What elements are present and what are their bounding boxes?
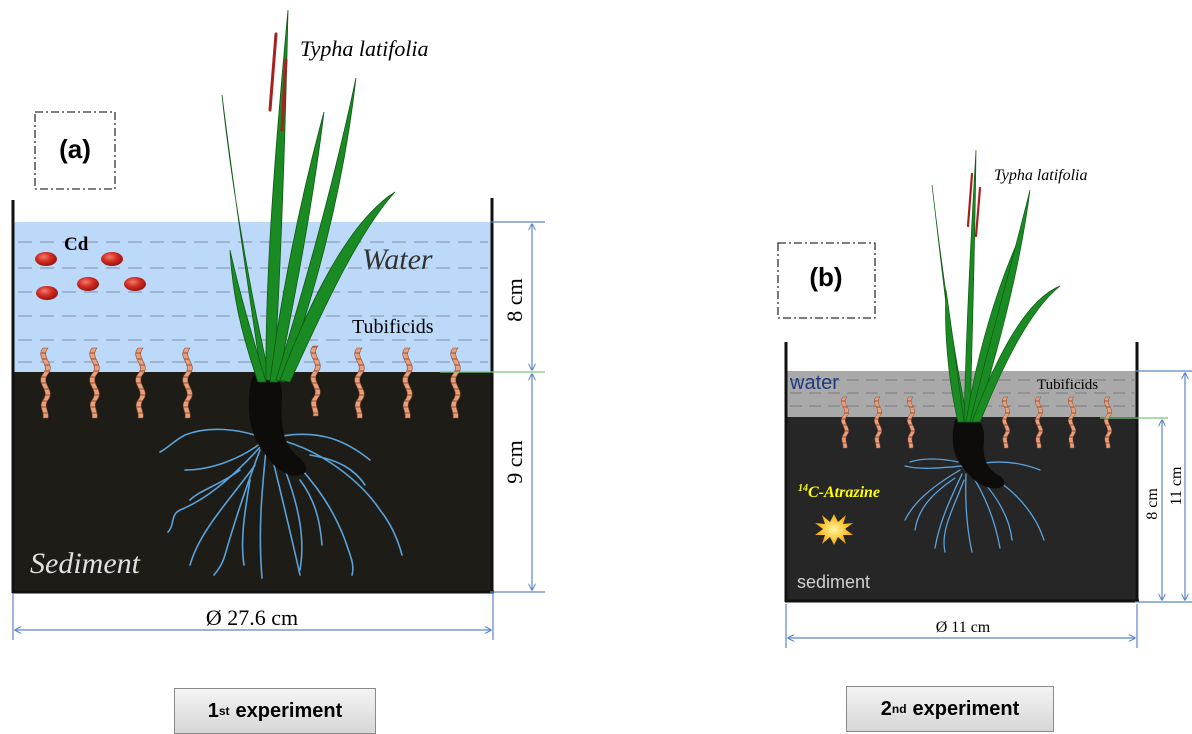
panel-b: (b) water Tubificids sediment 14C-Atrazi… <box>777 149 1192 648</box>
typha-leaves-b <box>931 149 1061 423</box>
caption-ordinal-a: st <box>218 704 230 718</box>
dimension-lines-b <box>785 370 1192 648</box>
tubificids-label-a: Tubificids <box>352 316 434 338</box>
typha-spikes-b <box>966 172 982 238</box>
tubificid-worms-a <box>40 345 461 419</box>
sediment-label-b: sediment <box>797 572 870 592</box>
cd-label: Cd <box>64 234 89 255</box>
typha-spikes-a <box>268 32 288 132</box>
label-box-a <box>34 111 116 190</box>
plant-name-a: Typha latifolia <box>300 36 429 61</box>
radioactive-burst-icon <box>815 514 853 545</box>
diameter-b: Ø 11 cm <box>936 619 991 636</box>
plant-name-b: Typha latifolia <box>994 167 1087 184</box>
panel-label-a: (a) <box>59 134 91 164</box>
atrazine-name: C-Atrazine <box>808 484 880 501</box>
sediment-depth-a: 9 cm <box>502 440 527 483</box>
total-depth-b: 11 cm <box>1168 466 1185 506</box>
caption-text-b: experiment <box>912 697 1020 720</box>
caption-number-b: 2 <box>880 697 892 720</box>
panel-label-b: (b) <box>809 262 842 292</box>
cd-particles <box>35 252 146 300</box>
caption-ordinal-b: nd <box>891 702 907 716</box>
diameter-a: Ø 27.6 cm <box>206 605 298 630</box>
water-label-b: water <box>789 372 839 394</box>
dimension-lines-a <box>12 221 545 640</box>
caption-number-a: 1 <box>207 699 219 722</box>
plant-base-a <box>248 372 307 476</box>
atrazine-label: 14C-Atrazine <box>798 483 880 501</box>
water-depth-a: 8 cm <box>502 278 527 321</box>
sediment-depth-b: 8 cm <box>1144 488 1161 520</box>
atrazine-superscript: 14 <box>798 483 808 494</box>
label-box-b <box>777 242 876 319</box>
water-label-a: Water <box>362 243 433 276</box>
plant-base-b <box>952 418 1005 489</box>
sediment-label-a: Sediment <box>30 547 141 580</box>
tubificid-worms-b <box>841 396 1112 449</box>
panel-a: (a) Cd Water Tubificids Sediment <box>11 9 545 640</box>
caption-text-a: experiment <box>235 699 343 722</box>
tubificids-label-b: Tubificids <box>1037 377 1098 393</box>
